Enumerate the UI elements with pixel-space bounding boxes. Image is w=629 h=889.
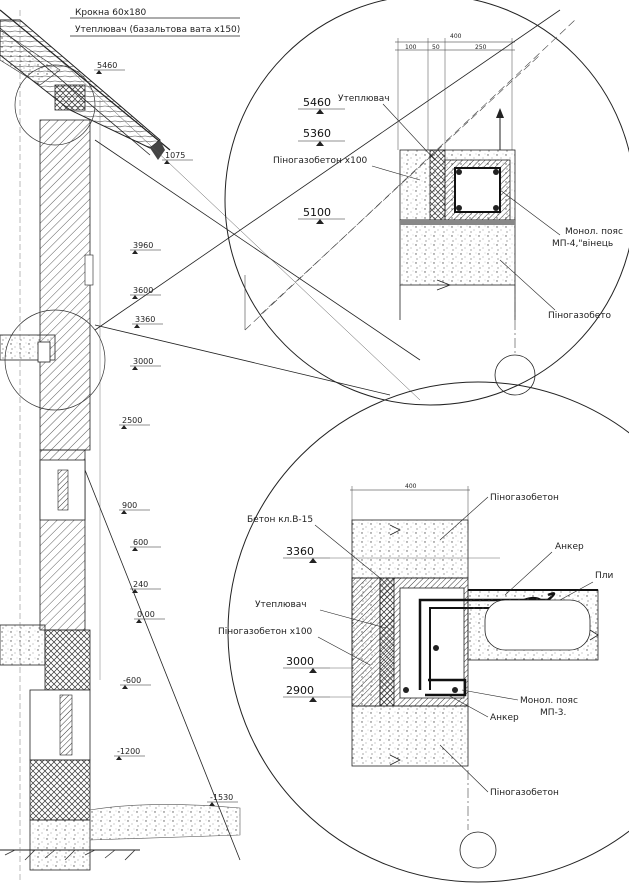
elev-3360: 3360 [286,545,314,558]
left-elev-marker [134,324,140,328]
slab-label: Пли [595,571,614,581]
foam-block-lower [351,705,469,767]
left-elev-marker [209,802,215,806]
insulation-label-top: Утеплювач [338,94,390,104]
dim-a: 100 [405,44,417,51]
leader-lines [59,9,561,861]
left-elev-marker [132,250,138,254]
left-elev-label: 600 [133,538,148,547]
left-elev-label: 0.00 [137,610,155,619]
foam-top-label: Піногазобетон [490,493,559,503]
belt-label-bottom-2: МП-3. [540,708,566,718]
insulation-label-bottom: Утеплювач [255,600,307,610]
left-elev-label: 900 [122,501,137,510]
left-elev-marker [122,685,128,689]
ground-fill [89,804,241,841]
left-elev-label: 3600 [133,286,153,295]
belt-label-top-1: Монол. пояс [565,227,623,237]
block-label-top: Піногазобетон х100 [273,156,368,166]
dim-b: 50 [432,44,440,51]
left-elev-label: -1530 [210,793,233,802]
detail-callout-top [14,64,96,146]
detail-bottom: 400 3360 300 [218,381,629,883]
left-elev-label: 240 [133,580,148,589]
block-label-bottom: Піногазобетон х100 [218,627,313,637]
insulation-layer [429,149,446,221]
left-elev-label: 3960 [133,241,153,250]
belt-label-bottom-1: Монол. пояс [520,696,578,706]
left-elev-marker [132,366,138,370]
elev-5360: 5360 [303,127,331,140]
roof-slope [0,9,171,160]
left-elev-label: 3360 [135,315,155,324]
left-elev-marker [121,425,127,429]
dim-c: 250 [475,44,487,51]
foundation-block [29,759,91,821]
elev-2900: 2900 [286,684,314,697]
wall-upper [39,119,91,451]
belt-label-top-2: МП-4,"вінець [552,239,613,249]
left-elev-marker [164,160,170,164]
anchor-label-2: Анкер [490,713,519,723]
detail-top-circle [224,0,629,406]
left-elev-label: 2500 [122,416,142,425]
dim-bottom: 400 [405,483,417,490]
rebar-cage [454,167,501,213]
insulation-layer-bottom [379,577,395,707]
ground-slab [0,624,46,666]
left-elev-label: -600 [123,676,141,685]
left-elev-marker [132,547,138,551]
concrete-label: Бетон кл.В-15 [247,515,313,525]
elev-3000: 3000 [286,655,314,668]
foam-block-top [399,219,516,286]
dim-total: 400 [450,33,462,40]
detail-bottom-circle [227,381,629,883]
insulation-label: Утеплювач (базальтова вата x150) [75,25,240,35]
left-elev-label: 5460 [97,61,117,70]
rafter-label: Крокна 60x180 [75,8,147,18]
foam-block-upper [351,519,469,579]
left-elev-marker [132,295,138,299]
left-elev-marker [121,510,127,514]
detail-top: 400 100 50 250 5460 5360 5100 Утеплюв [224,0,629,406]
left-elev-marker [136,619,142,623]
elev-5100: 5100 [303,206,331,219]
left-elev-marker [116,756,122,760]
left-elev-label: 3000 [133,357,153,366]
left-elev-label: 1075 [165,151,185,160]
wall-section [0,9,241,880]
anchor-label-1: Анкер [555,542,584,552]
foam-bottom-label: Піногазобетон [490,788,559,798]
left-elevation-marks: 5460 1075 3960 3600 3360 3000 2500 900 600 240 0.0… [94,61,238,806]
top-labels: Крокна 60x180 Утеплювач (базальтова вата… [70,8,240,37]
foam-label-top: Піногазобето [548,311,612,321]
detail-callout-bottom [4,309,106,411]
elev-5460: 5460 [303,96,331,109]
left-elev-marker [96,70,102,74]
left-elev-label: -1200 [117,747,140,756]
